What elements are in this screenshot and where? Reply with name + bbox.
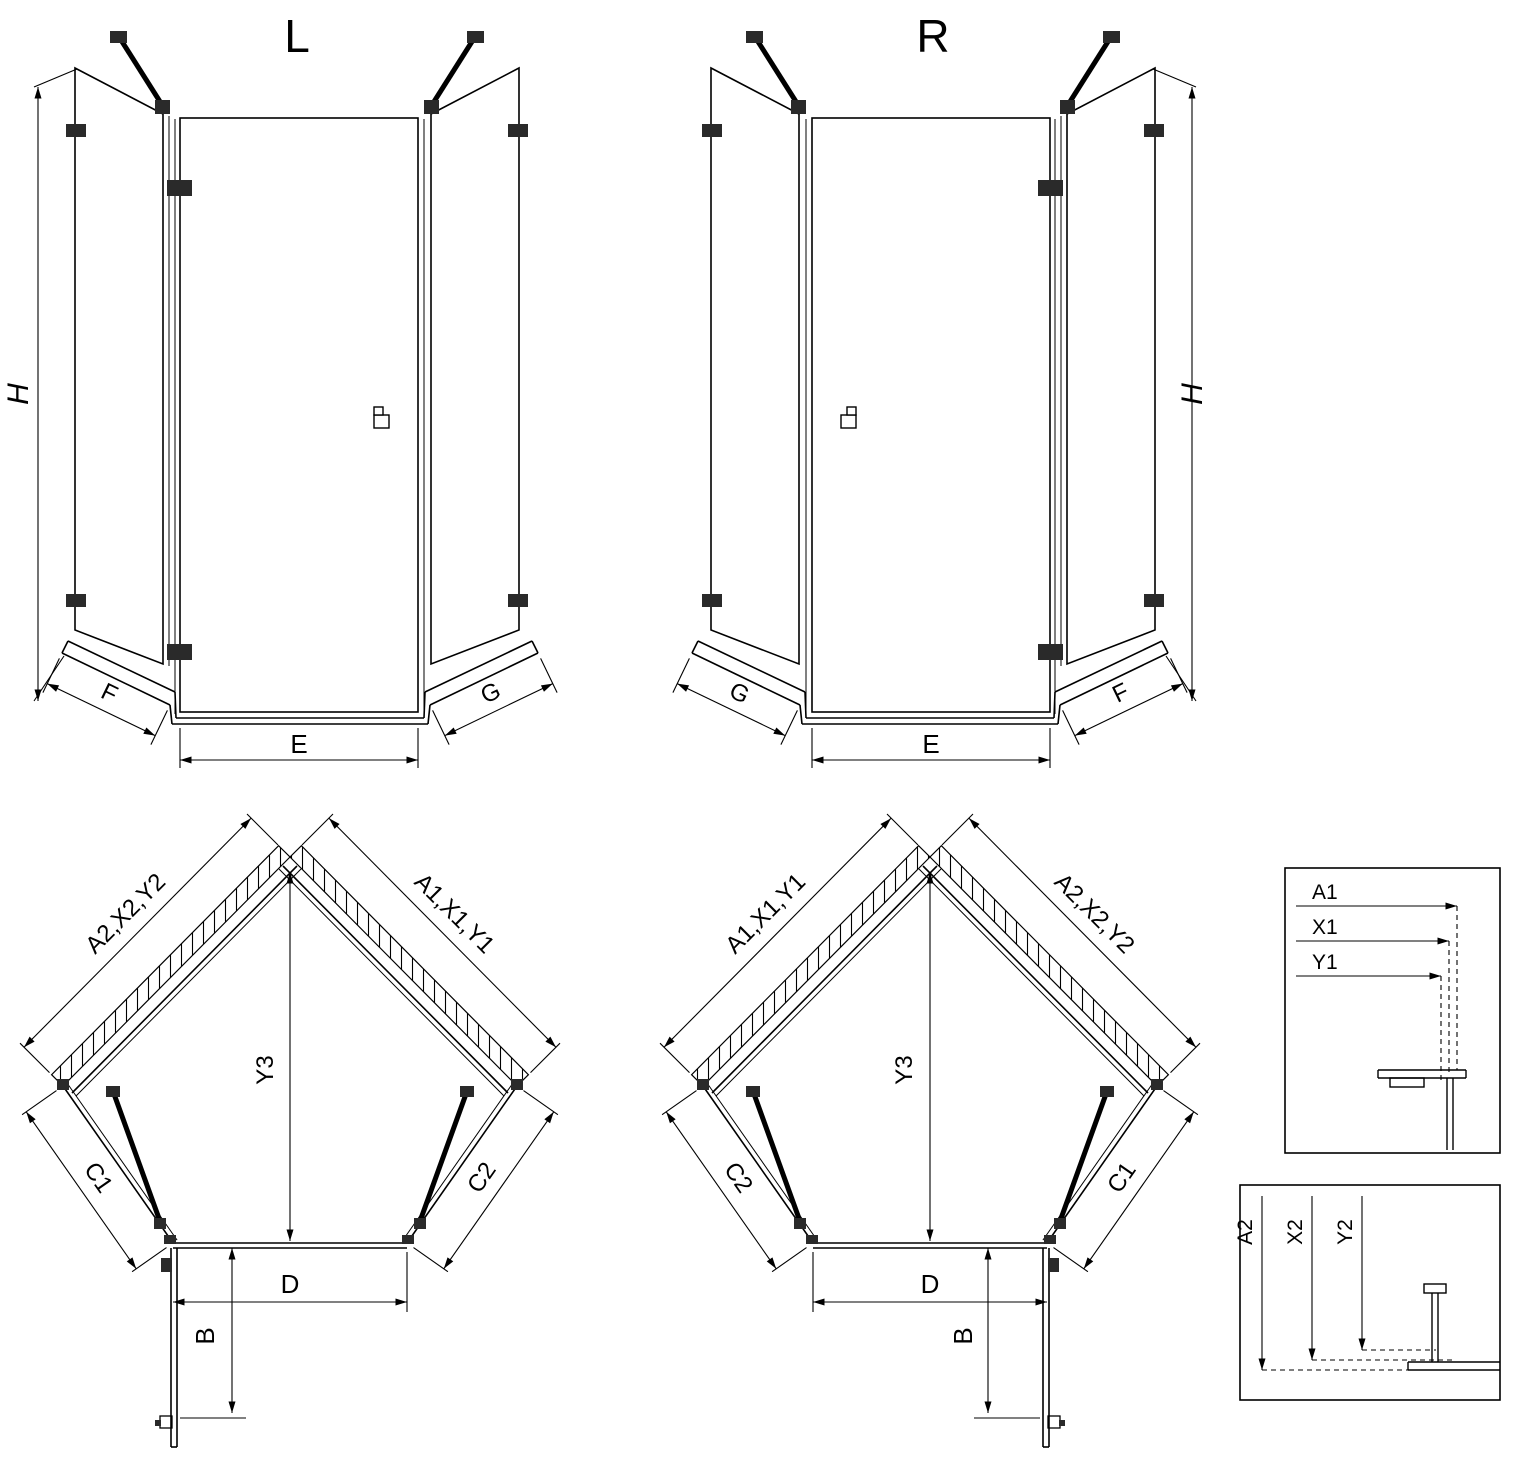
dim-label-c2-planL: C2 xyxy=(462,1157,502,1198)
dim-label-f-left: F xyxy=(97,678,122,709)
dim-label-g-right: G xyxy=(725,677,754,709)
detail-top-frame xyxy=(1284,867,1501,1154)
dim-label-g-left: G xyxy=(476,677,505,709)
perspective-right-art xyxy=(673,31,1196,768)
dim-label-h-right: H xyxy=(1176,383,1209,405)
dim-label-y3-planR: Y3 xyxy=(891,1055,918,1084)
detail-bottom-frame xyxy=(1239,1184,1501,1401)
dim-label-c1-planL: C1 xyxy=(78,1157,118,1198)
view-title-left: L xyxy=(284,10,310,62)
detail-label-y1: Y1 xyxy=(1312,951,1338,974)
plan-right-art xyxy=(660,814,1200,1447)
dim-label-c2-planR: C2 xyxy=(718,1157,758,1198)
perspective-left-view: L H F E G xyxy=(2,10,557,768)
detail-label-a1: A1 xyxy=(1312,881,1338,904)
dim-label-c1-planR: C1 xyxy=(1102,1157,1142,1198)
dim-label-d-planL: D xyxy=(281,1269,300,1299)
detail-label-a2: A2 xyxy=(1234,1219,1257,1245)
detail-label-x1: X1 xyxy=(1312,916,1338,939)
dim-label-e-right: E xyxy=(922,729,939,759)
dim-label-h-left: H xyxy=(2,383,35,405)
view-title-right: R xyxy=(916,10,949,62)
dim-label-y3-planL: Y3 xyxy=(252,1055,279,1084)
detail-bottom-view: A2 X2 Y2 xyxy=(1234,1184,1501,1401)
dim-label-e-left: E xyxy=(290,729,307,759)
plan-left-art xyxy=(20,814,560,1447)
perspective-right-view: R H G E F xyxy=(673,10,1209,768)
plan-left-view: A2,X2,Y2 A1,X1,Y1 Y3 C1 C2 D B xyxy=(20,814,560,1447)
detail-label-x2: X2 xyxy=(1284,1219,1307,1245)
dim-label-b-planL: B xyxy=(190,1327,220,1344)
dim-label-f-right: F xyxy=(1108,678,1133,709)
dim-label-d-planR: D xyxy=(921,1269,940,1299)
dim-label-b-planR: B xyxy=(948,1327,978,1344)
plan-right-view: A1,X1,Y1 A2,X2,Y2 Y3 C2 C1 D B xyxy=(660,814,1200,1447)
detail-label-y2: Y2 xyxy=(1334,1219,1357,1245)
perspective-left-art xyxy=(34,31,557,768)
detail-top-view: A1 X1 Y1 xyxy=(1284,867,1501,1154)
